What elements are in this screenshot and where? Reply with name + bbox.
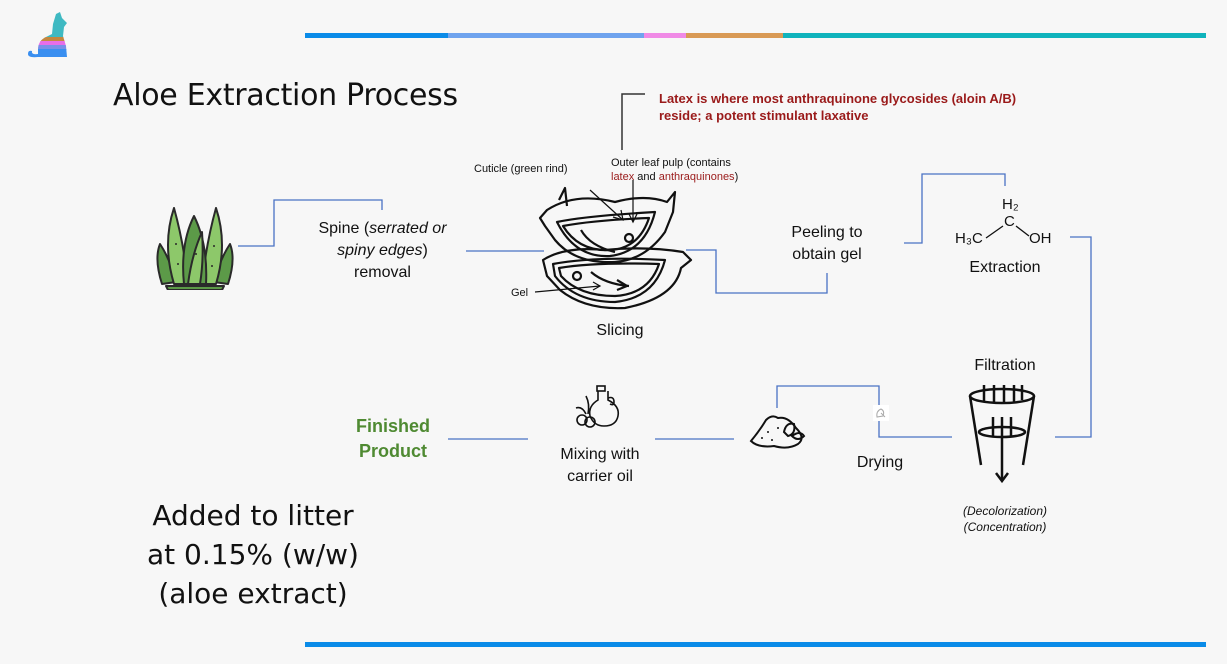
top-stripe-blue [305, 33, 448, 38]
dried-powder-icon [749, 415, 806, 449]
top-stripe-teal [783, 33, 1206, 38]
carrier-oil-icon [575, 385, 620, 428]
latex-note: Latex is where most anthraquinone glycos… [659, 91, 1017, 123]
top-stripe-pink [644, 33, 686, 38]
step-peeling: Peeling to obtain gel [791, 224, 863, 263]
filter-funnel-icon [968, 385, 1036, 484]
filtration-notes: (Decolorization) (Concentration) [962, 504, 1048, 534]
ethanol-bonds [985, 225, 1030, 239]
top-stripe-orange [686, 33, 783, 38]
step-spine-removal: Spine (serrated or spiny edges) removal [318, 220, 447, 281]
top-stripe-lightblue [448, 33, 644, 38]
rainbow-cat-logo-icon [28, 12, 67, 58]
step-filtration: Filtration [974, 357, 1036, 374]
latex-word: latex [611, 171, 635, 183]
step-drying: Drying [856, 454, 904, 471]
gel-label: Gel [511, 287, 529, 299]
connector-extraction-filtration [1055, 236, 1092, 438]
step-extraction: Extraction [969, 259, 1041, 276]
small-leaf-icon [873, 405, 889, 421]
latex-note-bracket [621, 93, 645, 150]
ethanol-structure-icon: H₂ C H₃C OH [955, 196, 1065, 252]
cuticle-label: Cuticle (green rind) [474, 163, 568, 175]
page-title: Aloe Extraction Process [113, 78, 458, 113]
aloe-slice-icon [534, 180, 693, 310]
aloe-plant-icon [156, 207, 234, 290]
outer-pulp-label: Outer leaf pulp (contains latex and anth… [611, 157, 739, 183]
bottom-stripe [305, 642, 1206, 647]
anthraquinones-word: anthraquinones [658, 171, 735, 183]
dosage-summary: Added to litter at 0.15% (w/w) (aloe ext… [147, 499, 359, 610]
step-slicing: Slicing [596, 322, 644, 339]
step-mixing: Mixing with carrier oil [560, 446, 640, 485]
finished-product-label: Finished Product [355, 416, 430, 461]
